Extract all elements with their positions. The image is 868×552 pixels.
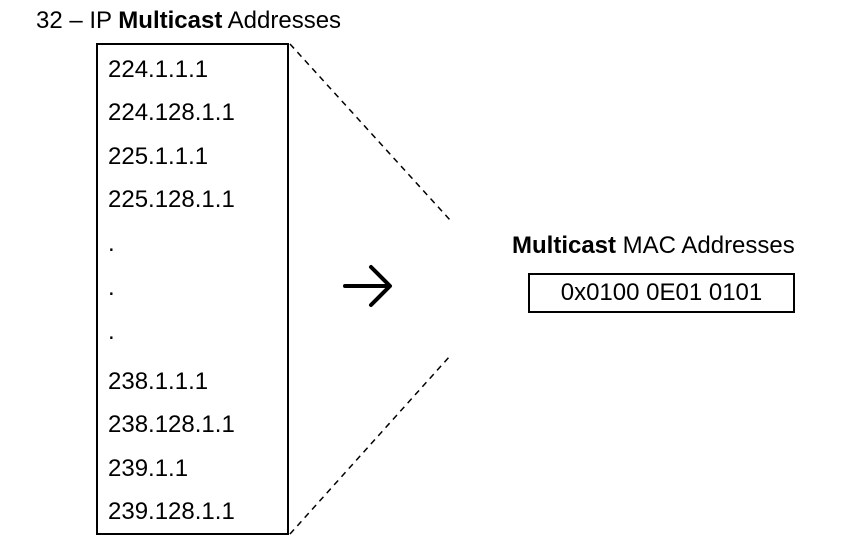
mac-multicast-heading: Multicast MAC Addresses — [512, 231, 795, 261]
ip-address-item: 238.1.1.1 — [108, 368, 209, 395]
ip-address-item: 238.128.1.1 — [108, 411, 235, 438]
ip-address-item: 225.1.1.1 — [108, 143, 209, 170]
ip-heading-bold: Multicast — [118, 7, 223, 34]
lower-dashed-connector — [289, 355, 451, 535]
mac-heading-suffix: MAC Addresses — [616, 232, 795, 259]
ip-heading-prefix: 32 – IP — [36, 7, 119, 34]
ellipsis-dot: . — [108, 274, 115, 301]
right-arrow-icon — [343, 265, 392, 307]
ip-address-item: 224.1.1.1 — [108, 56, 209, 83]
mac-address-value: 0x0100 0E01 0101 — [560, 279, 763, 306]
ip-multicast-heading: 32 – IP Multicast Addresses — [36, 6, 341, 36]
ip-heading-suffix: Addresses — [222, 7, 342, 34]
ip-address-list-box: 224.1.1.1 224.128.1.1 225.1.1.1 225.128.… — [96, 43, 289, 535]
ellipsis-dot: . — [108, 230, 115, 257]
ip-address-item: 225.128.1.1 — [108, 186, 235, 213]
mac-heading-bold: Multicast — [512, 232, 617, 259]
mac-address-box: 0x0100 0E01 0101 — [528, 273, 795, 313]
ellipsis-dot: . — [108, 318, 115, 345]
upper-dashed-connector — [289, 43, 451, 221]
ip-address-item: 224.128.1.1 — [108, 99, 235, 126]
ip-address-item: 239.128.1.1 — [108, 498, 235, 525]
ip-address-item: 239.1.1 — [108, 455, 189, 482]
